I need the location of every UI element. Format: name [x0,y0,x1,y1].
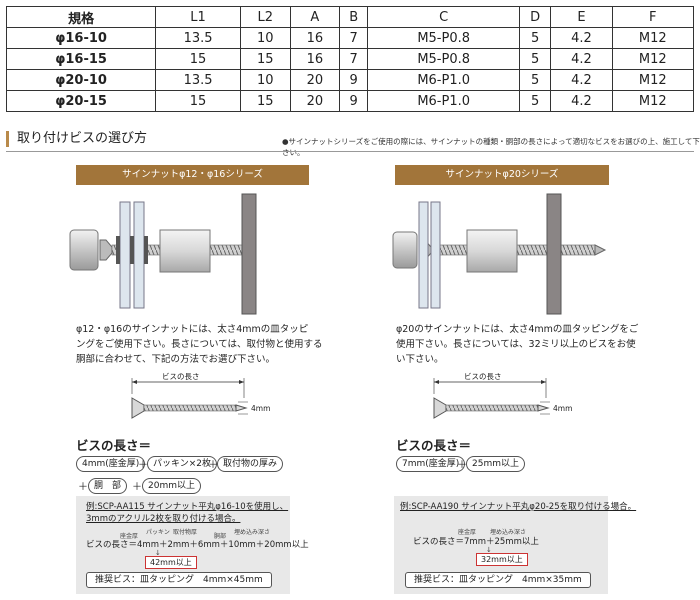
term-washer: 4mm(座金厚) [76,456,146,472]
table-cell: 13.5 [155,69,241,91]
column-header: C [367,6,521,28]
table-cell: 15 [239,48,291,70]
left-screw-length-label: ビスの長さ [162,372,200,381]
left-series-banner: サインナットφ12・φ16シリーズ [76,165,309,185]
table-cell: 5 [519,27,552,49]
table-header-row: 規格 L1 L2 A B C D E F [5,6,695,28]
left-calc: ビスの長さ＝4mm＋2mm＋6mm＋10mm＋20mm以上 [86,540,309,550]
section-title: 取り付けビスの選び方 [6,131,147,147]
term-washer: 7mm(座金厚) [396,456,466,472]
left-description: φ12・φ16のサインナットには、太さ4mmの皿タッピ ングをご使用下さい。長さ… [76,324,323,365]
table-cell: M12 [611,48,695,70]
right-screw-length-label: ビスの長さ [464,372,502,381]
table-cell: 4.2 [550,48,613,70]
right-result: 32mm以上 [476,553,528,566]
table-cell: 13.5 [155,27,241,49]
right-screw-diagram: ビスの長さ 4mm [433,372,572,419]
table-cell: 20 [289,90,341,112]
table-cell: M6-P1.0 [367,90,521,112]
table-cell: 7 [339,27,369,49]
plus-sign: ＋ [78,482,88,493]
table-cell: 15 [239,90,291,112]
right-example-head: 例:SCP-AA190 サインナット平丸φ20-25を取り付ける場合。 [400,502,637,512]
right-series-banner: サインナットφ20シリーズ [395,165,609,185]
table-cell: 5 [519,69,552,91]
table-cell: M5-P0.8 [367,27,521,49]
column-header: 規格 [5,6,157,28]
column-header: A [289,6,341,28]
right-formula-title: ビスの長さ＝ [396,438,472,453]
down-arrow-icon: ↓ [155,549,161,557]
right-calc: ビスの長さ＝7mm＋25mm以上 [413,537,539,547]
down-arrow-icon: ↓ [486,546,492,554]
table-cell: M12 [611,90,695,112]
column-header: B [339,6,369,28]
column-header: L1 [155,6,241,28]
plus-sign: ＋ [208,460,218,471]
term-thickness: 取付物の厚み [217,456,284,472]
table-cell: M6-P1.0 [367,69,521,91]
left-assembly-illustration [69,193,257,315]
table-cell: M12 [611,27,695,49]
table-cell: φ16-10 [5,27,157,49]
plus-sign: ＋ [138,460,148,471]
table-cell: 9 [339,90,369,112]
label-thickness: 取付物厚 [173,529,198,536]
label-body: 胴部 [214,533,227,540]
table-cell: 15 [155,48,241,70]
column-header: E [550,6,613,28]
table-cell: 4.2 [550,90,613,112]
table-cell: 10 [239,27,291,49]
table-cell: 4.2 [550,27,613,49]
table-cell: 16 [289,48,341,70]
left-screw-diagram: ビスの長さ 4mm [131,372,270,419]
left-example-head: 例:SCP-AA115 サインナット平丸φ16-10を使用し、 3mmのアクリル… [86,502,289,524]
term-packing: パッキン×2枚 [147,456,217,472]
right-assembly-illustration [392,193,607,315]
term-body: 胴 部 [88,478,128,494]
label-packing: パッキン [146,529,170,536]
table-cell: 5 [519,48,552,70]
right-description: φ20のサインナットには、太さ4mmの皿タッピングをご 使用下さい。長さについて… [396,324,639,365]
plus-sign: ＋ [457,460,467,471]
table-cell: 15 [155,90,241,112]
table-cell: φ16-15 [5,48,157,70]
label-embed: 埋め込み深さ [490,529,527,536]
plus-sign: ＋ [132,482,142,493]
table-cell: M5-P0.8 [367,48,521,70]
column-header: L2 [239,6,291,28]
table-cell: 4.2 [550,69,613,91]
left-recommend: 推奨ビス：皿タッピング 4mm×45mm [86,572,272,588]
right-diameter-label: 4mm [553,404,572,413]
left-diameter-label: 4mm [251,404,270,413]
left-formula-title: ビスの長さ＝ [76,438,152,453]
column-header: D [519,6,552,28]
term-embed: 25mm以上 [466,456,525,472]
table-cell: 10 [239,69,291,91]
table-cell: 9 [339,69,369,91]
term-embed: 20mm以上 [142,478,201,494]
table-cell: 16 [289,27,341,49]
label-embed: 埋め込み深さ [234,529,271,536]
table-cell: φ20-15 [5,90,157,112]
label-washer: 座金厚 [458,529,477,536]
label-washer: 座金厚 [120,533,139,540]
table-cell: M12 [611,69,695,91]
right-recommend: 推奨ビス：皿タッピング 4mm×35mm [405,572,591,588]
left-result: 42mm以上 [145,556,197,569]
column-header: F [611,6,695,28]
table-cell: 20 [289,69,341,91]
table-cell: 7 [339,48,369,70]
table-cell: 5 [519,90,552,112]
section-note: ●サインナットシリーズをご使用の際には、サインナットの種類・胴部の長さによって適… [282,137,700,157]
section-divider [6,151,694,152]
table-cell: φ20-10 [5,69,157,91]
